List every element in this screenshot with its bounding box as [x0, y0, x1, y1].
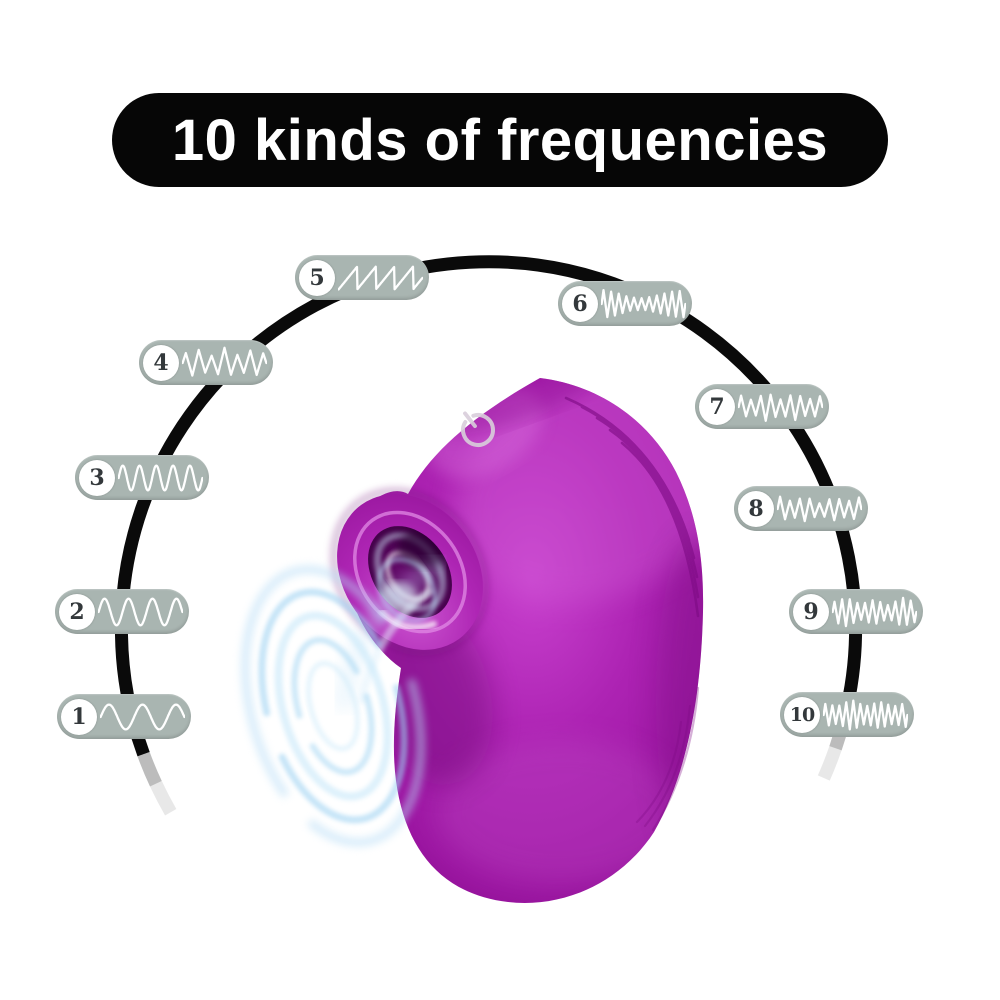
waveform-icon [823, 698, 908, 731]
page-title: 10 kinds of frequencies [171, 107, 829, 173]
badge-number: 10 [784, 696, 820, 733]
product-body [331, 378, 704, 903]
badge-number: 3 [79, 459, 115, 496]
waveform-icon [738, 393, 823, 422]
frequency-badge-10: 10 [780, 692, 914, 737]
waveform-icon [601, 288, 686, 318]
badge-number: 1 [61, 698, 97, 735]
frequency-badge-9: 9 [789, 589, 923, 634]
waveform-icon [777, 495, 862, 522]
suction-waves-icon [240, 557, 446, 847]
frequency-badge-2: 2 [55, 589, 189, 634]
badge-number: 8 [738, 490, 774, 527]
waveform-icon [100, 702, 185, 731]
title-banner: 10 kinds of frequencies [112, 93, 888, 187]
badge-number: 5 [299, 259, 335, 296]
waveform-icon [182, 346, 267, 377]
badge-number: 7 [699, 388, 735, 425]
waveform-icon [832, 596, 917, 627]
frequency-badge-6: 6 [558, 281, 692, 326]
frequency-badge-5: 5 [295, 255, 429, 300]
frequency-badge-8: 8 [734, 486, 868, 531]
badge-number: 9 [793, 593, 829, 630]
badge-number: 4 [143, 344, 179, 381]
frequency-badge-7: 7 [695, 384, 829, 429]
waveform-icon [338, 265, 423, 291]
frequency-badge-3: 3 [75, 455, 209, 500]
badge-number: 6 [562, 285, 598, 322]
frequency-badge-1: 1 [57, 694, 191, 739]
frequency-badge-4: 4 [139, 340, 273, 385]
waveform-icon [118, 463, 203, 492]
badge-number: 2 [59, 593, 95, 630]
power-icon [461, 411, 495, 447]
ridge-lines [564, 396, 700, 618]
waveform-icon [98, 597, 183, 626]
